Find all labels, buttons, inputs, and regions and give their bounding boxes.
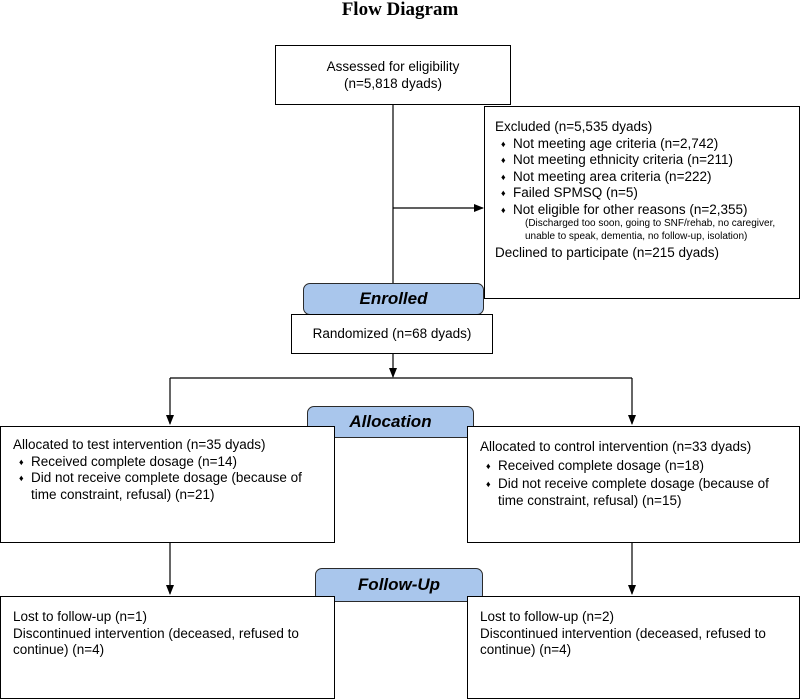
test-arm-box: Allocated to test intervention (n=35 dya…	[0, 426, 335, 543]
test-followup-item: Lost to follow-up (n=1)	[13, 609, 147, 624]
test-arm-item: Did not receive complete dosage (because…	[13, 470, 326, 503]
test-arm-item: Received complete dosage (n=14)	[13, 454, 326, 471]
control-followup-box: Lost to follow-up (n=2) Discontinued int…	[467, 596, 800, 699]
control-followup-item: Lost to follow-up (n=2)	[480, 609, 614, 624]
control-followup-item: Discontinued intervention (deceased, ref…	[480, 625, 766, 658]
diagram-title: Flow Diagram	[341, 0, 459, 20]
test-followup-item: Discontinued intervention (deceased, ref…	[13, 625, 299, 658]
excluded-item: Not eligible for other reasons (n=2,355)	[495, 202, 791, 219]
assessed-label: Assessed for eligibility	[326, 59, 460, 74]
excluded-note: (Discharged too soon, going to SNF/rehab…	[525, 218, 776, 242]
control-arm-box: Allocated to control intervention (n=33 …	[467, 426, 800, 543]
stage-allocation: Allocation	[307, 406, 474, 438]
test-arm-header: Allocated to test intervention (n=35 dya…	[13, 437, 266, 452]
assessed-box: Assessed for eligibility (n=5,818 dyads)	[275, 45, 511, 105]
excluded-header: Excluded (n=5,535 dyads)	[495, 119, 653, 134]
excluded-item: Not meeting area criteria (n=222)	[495, 169, 791, 186]
excluded-item: Not meeting ethnicity criteria (n=211)	[495, 152, 791, 169]
excluded-box: Excluded (n=5,535 dyads) Not meeting age…	[484, 106, 800, 299]
stage-enrolled: Enrolled	[303, 283, 484, 315]
control-arm-item: Did not receive complete dosage (because…	[480, 476, 791, 509]
control-arm-header: Allocated to control intervention (n=33 …	[480, 439, 752, 454]
assessed-count: (n=5,818 dyads)	[344, 75, 442, 91]
randomized-box: Randomized (n=68 dyads)	[291, 314, 493, 354]
test-followup-box: Lost to follow-up (n=1) Discontinued int…	[0, 596, 335, 699]
stage-followup: Follow-Up	[315, 568, 483, 602]
excluded-item: Not meeting age criteria (n=2,742)	[495, 136, 791, 153]
declined-label: Declined to participate (n=215 dyads)	[495, 245, 720, 260]
excluded-item: Failed SPMSQ (n=5)	[495, 185, 791, 202]
control-arm-item: Received complete dosage (n=18)	[480, 458, 791, 475]
